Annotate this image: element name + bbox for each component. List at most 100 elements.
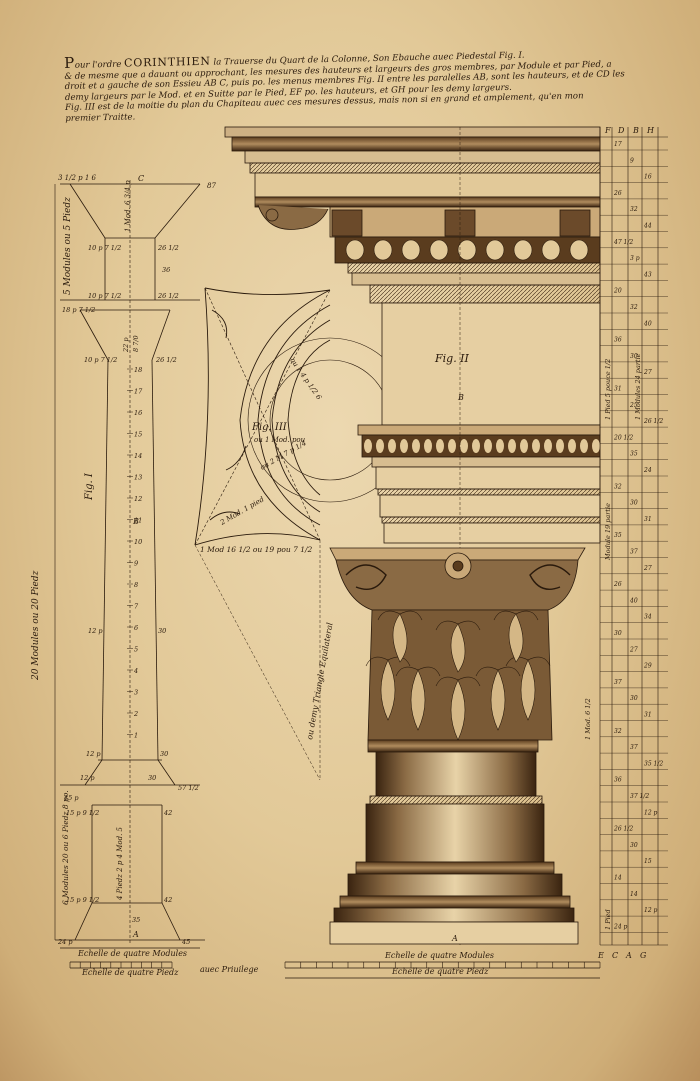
fig1-entab-num-4: 10 p 7 1/2 bbox=[88, 292, 121, 300]
table-cell: 30 bbox=[630, 353, 638, 360]
fig1-shaft-tick: 2 bbox=[133, 710, 138, 718]
egg-ornament bbox=[373, 239, 393, 261]
fig3-arc1: ou 1 4 p 1/2 6 bbox=[288, 357, 323, 402]
egg-ornament bbox=[485, 239, 505, 261]
fig2-capital bbox=[329, 547, 586, 945]
fig1-elevation bbox=[54, 180, 205, 945]
table-cell: 20 1/2 bbox=[613, 434, 633, 441]
table-cell: 32 bbox=[630, 206, 638, 213]
table-cell: 24 p bbox=[613, 923, 628, 930]
bead-ornament bbox=[592, 439, 600, 453]
table-cell: 15 bbox=[644, 858, 652, 865]
table-header-d: D bbox=[617, 126, 625, 135]
fig1-entab-num-2: 26 1/2 bbox=[157, 244, 179, 252]
fig1-shaft-left-3: 12 p bbox=[86, 750, 101, 758]
table-cell: 40 bbox=[629, 597, 638, 604]
scale-ticks bbox=[69, 962, 601, 968]
fig1-ped-num-1: 15 p 9 1/2 bbox=[66, 809, 99, 817]
table-cell: 3 p bbox=[630, 255, 640, 262]
scale-privilege: auec Priuilege bbox=[200, 965, 259, 974]
fig1-shaft-right-2: 30 bbox=[158, 627, 166, 635]
table-side-1: 1 Pied 5 pouce 1/2 bbox=[604, 359, 612, 420]
fig1-cap-num-3: 8 7/0 bbox=[132, 335, 140, 352]
table-cell: 34 bbox=[644, 614, 652, 621]
table-side-4: 1 Mod. 6 1/2 bbox=[584, 698, 592, 740]
table-cell: 35 1/2 bbox=[644, 760, 663, 767]
fig1-shaft-tick: 7 bbox=[134, 603, 139, 611]
leaf-curl bbox=[475, 666, 521, 677]
fig1-shaft-tick: 11 bbox=[134, 517, 142, 525]
bead-ornament bbox=[448, 439, 456, 453]
bead-ornament bbox=[580, 439, 588, 453]
fig1-ped-num-7: 45 bbox=[181, 938, 190, 946]
fig1-shaft-tick: 18 bbox=[134, 366, 142, 374]
table-cell: 12 p bbox=[644, 907, 658, 914]
measure-table bbox=[599, 127, 668, 946]
table-cell: 32 bbox=[614, 728, 622, 735]
egg-ornament bbox=[513, 239, 533, 261]
table-cell: 37 1/2 bbox=[630, 793, 649, 800]
fig1-shaft-tick: 6 bbox=[134, 624, 138, 632]
table-cell: 37 bbox=[614, 679, 622, 686]
bead-ornament bbox=[412, 439, 420, 453]
fig1-b-label: B bbox=[132, 517, 139, 526]
table-cell: 43 bbox=[643, 271, 652, 278]
fig1-top-right: 87 bbox=[207, 182, 216, 190]
table-cell: 26 1/2 bbox=[613, 826, 633, 833]
bead-ornament bbox=[472, 439, 480, 453]
fig1-shaft-tick: 16 bbox=[134, 409, 142, 417]
fig1-vertical-left: 20 Modules ou 20 Piedz bbox=[31, 570, 41, 681]
fig1-shaft-tick: 14 bbox=[134, 452, 142, 460]
bead-ornament bbox=[532, 439, 540, 453]
leaf-curl bbox=[395, 666, 441, 677]
fig1-ped-center: 4 Piedz 2 p 4 Mod. 5 bbox=[116, 826, 124, 901]
table-cell: 31 bbox=[644, 712, 652, 719]
table-cell: 26 bbox=[613, 190, 622, 197]
table-cell: 30 bbox=[614, 630, 622, 637]
table-cell: 37 bbox=[630, 744, 638, 751]
fig1-cap-num-1: 18 p 7 1/2 bbox=[62, 306, 95, 314]
table-cell: 40 bbox=[643, 320, 652, 327]
fig2-label: Fig. II bbox=[434, 352, 470, 365]
table-cell: 16 bbox=[644, 174, 652, 181]
table-cell: 32 bbox=[630, 304, 638, 311]
fig2-a-label: A bbox=[451, 934, 458, 943]
bead-ornament bbox=[424, 439, 432, 453]
table-cell: 31 bbox=[644, 516, 652, 523]
fig1-ped-side: 6 Modules 20 ou 6 Piedz 8 po. bbox=[61, 790, 70, 905]
fig1-shaft-tick: 10 bbox=[134, 538, 142, 546]
fig1-shaft-left-1: 10 p 7 1/2 bbox=[84, 356, 117, 364]
fig1-cap-num-2: 22 p bbox=[122, 337, 130, 353]
fig1-ped-num-6: 24 p bbox=[57, 938, 73, 946]
egg-ornament bbox=[541, 239, 561, 261]
fig1-top-left: 3 1/2 p 1 6 bbox=[58, 174, 97, 182]
fig1-shaft-tick: 3 bbox=[134, 689, 138, 697]
bead-ornament bbox=[460, 439, 468, 453]
fig1-base-num-2: 15 p bbox=[64, 794, 79, 802]
fig1-shaft-tick: 9 bbox=[134, 560, 138, 568]
bead-ornament bbox=[484, 439, 492, 453]
fig3-label: Fig. III bbox=[251, 422, 288, 433]
table-header-f: F bbox=[604, 126, 611, 135]
fig1-shaft-tick: 12 bbox=[134, 495, 142, 503]
fig2-b-label: B bbox=[457, 393, 464, 402]
table-cell: 30 bbox=[630, 695, 638, 702]
fig1-entab-side: 5 Modules ou 5 Piedz bbox=[63, 197, 73, 295]
fig1-ped-num-2: 42 bbox=[163, 809, 172, 817]
fig3-arc3: 2 Mod. 1 pied bbox=[218, 495, 266, 527]
table-cell: 17 bbox=[614, 141, 622, 148]
table-cell: 32 bbox=[614, 483, 622, 490]
scale-right-piedz: Echelle de quatre Piedz bbox=[391, 967, 489, 976]
scale-left-modules: Echelle de quatre Modules bbox=[77, 949, 187, 958]
fig1-entab-center: 1 Mod. 6 3/4 p bbox=[124, 180, 132, 232]
bead-ornament bbox=[544, 439, 552, 453]
table-cell: 27 bbox=[643, 565, 652, 572]
egg-ornament bbox=[429, 239, 449, 261]
fig3-plan bbox=[194, 287, 413, 781]
leaf-curl bbox=[493, 610, 539, 621]
table-cell: 26 bbox=[613, 581, 622, 588]
table-cell: 25 bbox=[629, 402, 638, 409]
table-cell: 36 bbox=[614, 337, 622, 344]
table-cell: 30 bbox=[630, 500, 638, 507]
